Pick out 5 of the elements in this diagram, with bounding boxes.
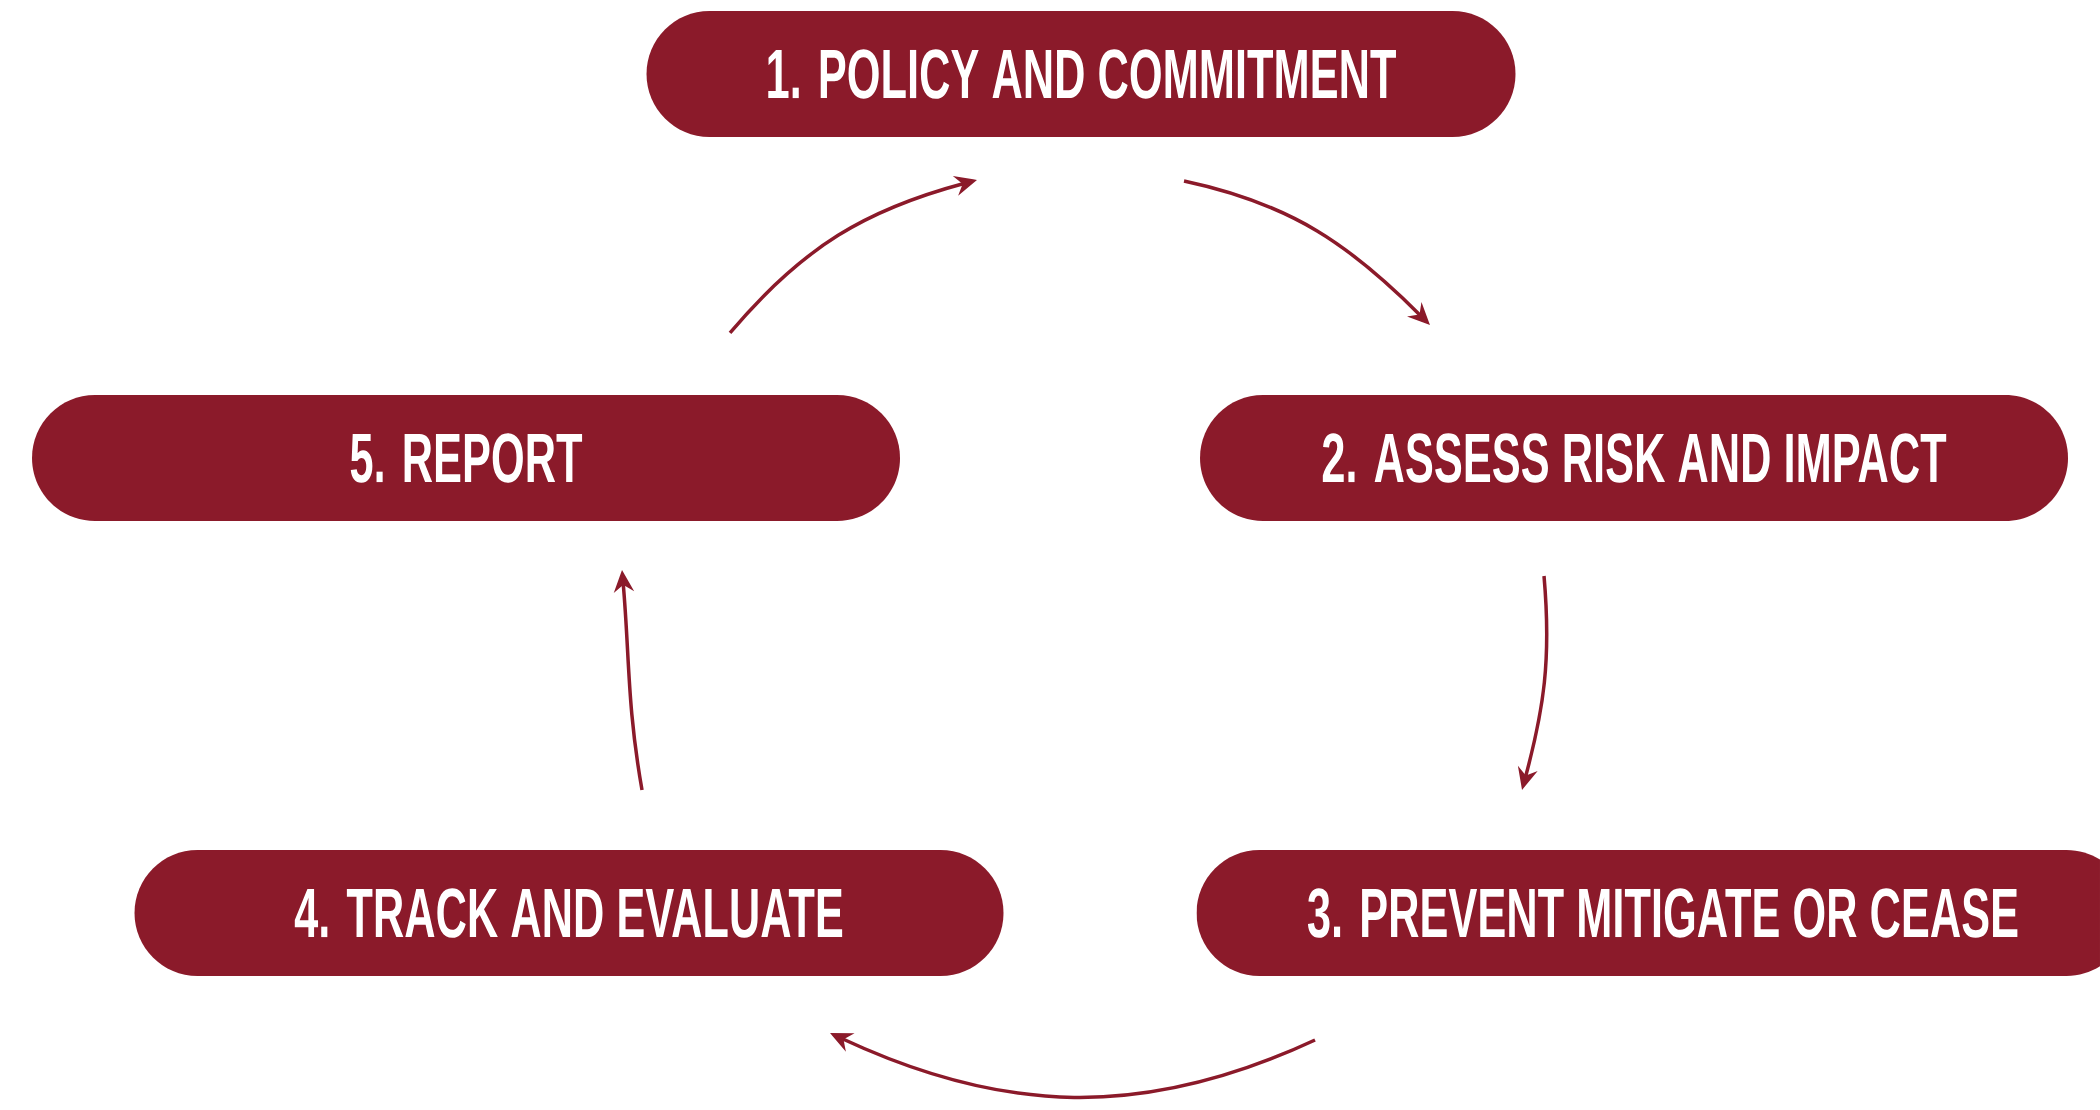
step-box: 3. PREVENT MITIGATE OR CEASE bbox=[1196, 850, 2100, 976]
step-box: 4. TRACK AND EVALUATE bbox=[134, 850, 1004, 976]
step-box: 2. ASSESS RISK AND IMPACT bbox=[1200, 395, 2068, 521]
step-box: 1. POLICY AND COMMITMENT bbox=[646, 11, 1516, 137]
step-box: 5. REPORT bbox=[32, 395, 900, 521]
